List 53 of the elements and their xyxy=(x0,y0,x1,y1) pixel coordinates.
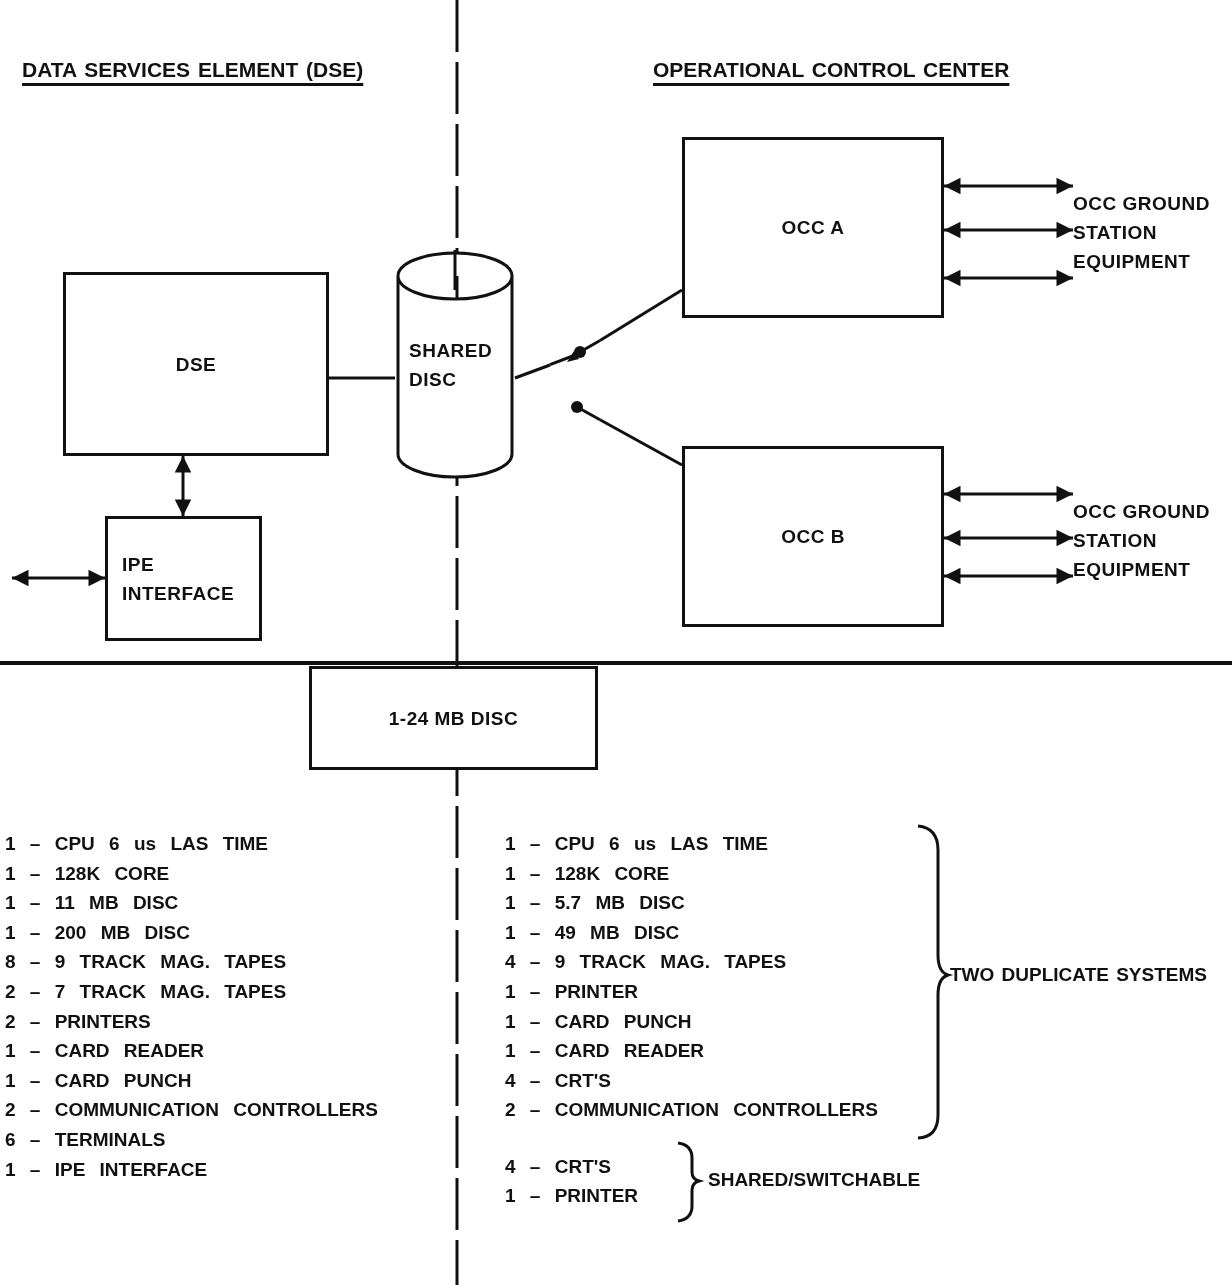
connector-line xyxy=(599,288,683,342)
process-box xyxy=(682,446,944,627)
equipment-list-item: 2 – COMMUNICATION CONTROLLERS xyxy=(5,1098,378,1123)
equipment-list-item: 1 – 200 MB DISC xyxy=(5,920,190,945)
equipment-list-item: 2 – 7 TRACK MAG. TAPES xyxy=(5,980,287,1004)
double-arrow xyxy=(944,221,1073,239)
connector-line xyxy=(599,418,683,467)
equipment-list-item: 1 – CARD PUNCH xyxy=(5,1068,192,1093)
equipment-list-item: 1 – 49 MB DISC xyxy=(505,920,680,945)
endpoint-label: OCC GROUND STATION EQUIPMENT xyxy=(1073,192,1211,274)
equipment-list-item: 1 – 5.7 MB DISC xyxy=(505,891,685,916)
double-arrow xyxy=(944,269,1073,287)
process-box xyxy=(105,516,262,641)
node-label: 1-24 MB DISC xyxy=(388,706,519,731)
connector-line xyxy=(514,363,551,380)
endpoint-label: OCC GROUND STATION EQUIPMENT xyxy=(1073,500,1211,582)
double-arrow xyxy=(944,529,1073,547)
equipment-list-item: 1 – 11 MB DISC xyxy=(5,891,179,916)
node-label: OCC A xyxy=(781,216,845,240)
double-arrow xyxy=(944,177,1073,195)
node-label: DSE xyxy=(175,352,217,377)
equipment-list-item: 1 – CARD READER xyxy=(5,1039,205,1064)
equipment-list-item: 1 – 128K CORE xyxy=(5,861,170,886)
double-arrow xyxy=(174,456,192,516)
process-box xyxy=(309,666,598,770)
equipment-list-item: 1 – CPU 6 us LAS TIME xyxy=(505,832,769,856)
double-arrow xyxy=(944,567,1073,585)
double-arrow xyxy=(12,569,105,587)
equipment-list-item: 4 – CRT'S xyxy=(505,1068,611,1093)
equipment-list-item: 1 – CARD PUNCH xyxy=(505,1009,692,1034)
node-label: IPE INTERFACE xyxy=(122,552,236,606)
connector-line xyxy=(329,376,395,380)
group-label: SHARED/SWITCHABLE xyxy=(708,1168,921,1192)
equipment-list-item: 1 – IPE INTERFACE xyxy=(5,1157,208,1182)
section-heading: OPERATIONAL CONTROL CENTER xyxy=(653,58,1010,82)
section-heading: DATA SERVICES ELEMENT (DSE) xyxy=(22,58,364,82)
equipment-list-item: 2 – COMMUNICATION CONTROLLERS xyxy=(505,1098,878,1123)
equipment-list-item: 1 – PRINTER xyxy=(505,1184,639,1208)
equipment-list-item: 4 – CRT'S xyxy=(505,1155,611,1179)
equipment-list-item: 6 – TERMINALS xyxy=(5,1128,166,1152)
equipment-list-item: 8 – 9 TRACK MAG. TAPES xyxy=(5,950,287,975)
process-box xyxy=(682,137,944,318)
equipment-list-item: 1 – CARD READER xyxy=(505,1039,705,1064)
equipment-list-item: 1 – PRINTER xyxy=(505,980,639,1004)
node-label: SHARED DISC xyxy=(409,339,494,392)
equipment-list-item: 1 – 128K CORE xyxy=(505,861,670,886)
equipment-list-item: 1 – CPU 6 us LAS TIME xyxy=(5,832,269,856)
double-arrow xyxy=(944,485,1073,503)
group-label: TWO DUPLICATE SYSTEMS xyxy=(950,963,1207,987)
equipment-list-item: 2 – PRINTERS xyxy=(5,1009,151,1034)
node-label: OCC B xyxy=(781,525,845,549)
process-box xyxy=(63,272,329,456)
equipment-list-item: 4 – 9 TRACK MAG. TAPES xyxy=(505,950,787,975)
